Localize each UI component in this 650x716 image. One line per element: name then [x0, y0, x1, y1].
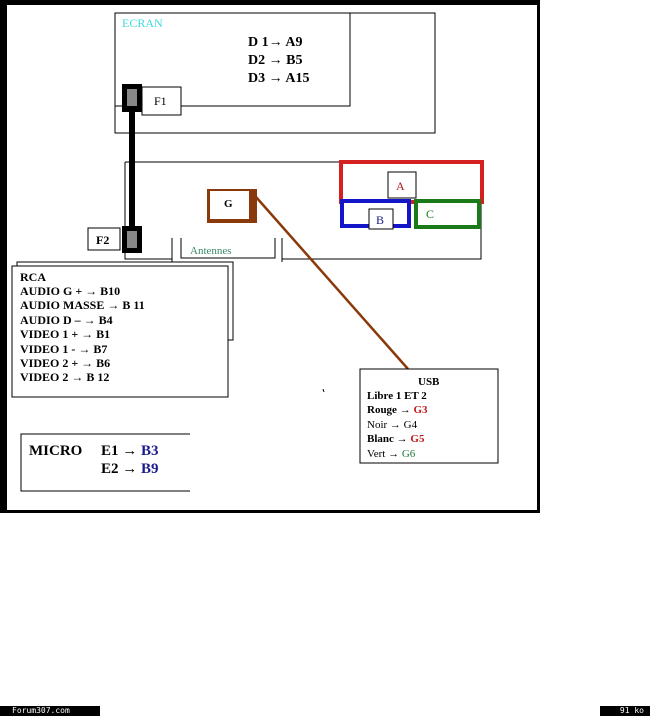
usb-title: USB: [418, 376, 440, 388]
rca-line: VIDEO 2 + → B6: [20, 356, 110, 370]
f1-connector-pin: [127, 89, 137, 106]
rca-line: AUDIO G + → B10: [20, 284, 120, 298]
usb-row-blanc: Blanc → G5: [367, 433, 425, 445]
rca-line: AUDIO MASSE → B 11: [20, 298, 145, 312]
f2-label: F2: [96, 233, 109, 247]
f1-label-box: [141, 86, 182, 116]
rca-line: VIDEO 2 → B 12: [20, 370, 109, 384]
connector-g-label: G: [224, 198, 233, 210]
connector-c-box: [414, 199, 481, 229]
usb-box: [359, 368, 499, 464]
cable: [129, 110, 135, 228]
f2-label-box: [87, 227, 121, 251]
rca-line: AUDIO D – → B4: [20, 313, 113, 327]
f1-label: F1: [154, 94, 167, 108]
antennes-label: Antennes: [190, 245, 232, 257]
micro-title: MICRO: [29, 443, 82, 459]
connector-c-label: C: [426, 207, 434, 221]
micro-e2: E2 → B9: [101, 461, 159, 477]
antennes-box: [180, 238, 276, 259]
connector-a-label: A: [396, 179, 405, 193]
micro-e1: E1 → B3: [101, 443, 159, 459]
usb-row-noir: Noir → G4: [367, 419, 418, 431]
stray-mark: [322, 388, 325, 393]
ecran-title: ECRAN: [122, 16, 163, 30]
usb-row-vert: Vert → G6: [367, 448, 416, 460]
connector-g-inner: [210, 191, 249, 219]
connector-b-label: B: [376, 213, 384, 227]
usb-row-rouge: Rouge → G3: [367, 404, 428, 416]
footer-site[interactable]: Forum307.com: [0, 706, 100, 716]
footer-size: 91 ko: [600, 706, 650, 716]
usb-libre: Libre 1 ET 2: [367, 390, 427, 402]
rca-line: VIDEO 1 + → B1: [20, 327, 110, 341]
connector-a-label-box: [387, 171, 417, 199]
f2-connector-pin: [127, 231, 137, 248]
connector-b-label-box: [368, 208, 394, 230]
rca-line: VIDEO 1 - → B7: [20, 342, 107, 356]
rca-box: [11, 265, 229, 398]
micro-box: [20, 433, 190, 492]
ecran-line-1: D 1→ A9: [248, 35, 302, 50]
rca-title: RCA: [20, 270, 46, 284]
usb-wire: [255, 196, 409, 370]
ecran-inner-box: [114, 12, 351, 107]
ecran-line-2: D2 → B5: [248, 53, 302, 68]
ecran-line-3: D3 → A15: [248, 71, 309, 86]
connector-a-box: [339, 160, 484, 204]
